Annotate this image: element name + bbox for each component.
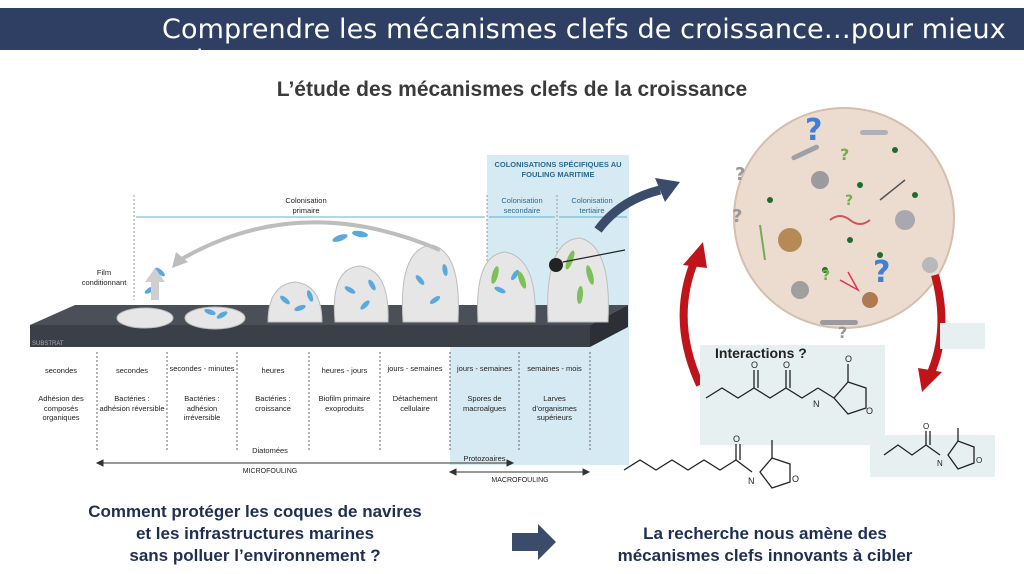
microfouling-label: MICROFOULING xyxy=(242,468,298,475)
stage-time-7: jours - semaines xyxy=(456,364,513,373)
molecule-1 xyxy=(705,364,867,415)
question-marks: ? ? ? ? ? ? ? ? xyxy=(732,113,890,342)
stage-desc-5: Biofilm primaire exoproduits xyxy=(318,394,371,413)
svg-text:?: ? xyxy=(822,268,830,284)
stage-time-2: secondes xyxy=(115,366,149,375)
svg-text:?: ? xyxy=(735,164,745,185)
svg-text:?: ? xyxy=(805,113,822,148)
macroalgae xyxy=(491,250,594,304)
question-left-line-2: et les infrastructures marines xyxy=(135,524,375,543)
stage-desc-3: Bactéries : adhésion irréversible xyxy=(183,394,221,422)
question-right: La recherche nous amène des mécanismes c… xyxy=(595,523,935,567)
red-arrow-right xyxy=(926,273,946,377)
stage-separators xyxy=(96,352,591,452)
svg-text:N: N xyxy=(937,459,943,468)
question-left-line-1: Comment protéger les coques de navires xyxy=(88,502,422,521)
substrate-side xyxy=(590,305,628,347)
colonisation-tertiaire: Colonisation tertiaire xyxy=(571,196,613,215)
stage-desc-8: Larves d’organismes supérieurs xyxy=(532,394,577,422)
svg-text:?: ? xyxy=(732,206,742,227)
svg-text:N: N xyxy=(813,399,820,409)
stage-time-4: heures xyxy=(261,366,285,375)
guide-lines xyxy=(133,195,558,300)
stage-desc-1: Adhésion des composés organiques xyxy=(38,394,84,422)
stage-desc-4: Bactéries : croissance xyxy=(255,394,291,413)
stage-time-5: heures - jours xyxy=(321,366,368,375)
svg-text:?: ? xyxy=(840,145,849,164)
svg-text:O: O xyxy=(792,474,799,484)
diatomees-label: Diatomées xyxy=(252,446,288,455)
svg-text:O: O xyxy=(923,422,929,431)
microbes xyxy=(759,130,938,325)
svg-text:O: O xyxy=(751,360,758,370)
substrate-bar xyxy=(30,325,590,347)
question-left: Comment protéger les coques de navires e… xyxy=(40,501,470,567)
fouling-arrows xyxy=(95,459,591,476)
interactions-label: Interactions ? xyxy=(715,345,807,361)
svg-text:?: ? xyxy=(838,323,847,342)
macro-highlight-extra xyxy=(450,345,487,465)
molecule-3 xyxy=(883,428,975,470)
larva xyxy=(549,258,563,272)
svg-text:O: O xyxy=(845,354,852,364)
molecule-3-atoms: O N O xyxy=(923,422,982,468)
reversible-arrow xyxy=(145,268,165,300)
result-arrow xyxy=(512,524,556,560)
svg-text:N: N xyxy=(748,476,755,486)
detachment-arrow-head xyxy=(172,252,188,268)
stage-time-8: semaines - mois xyxy=(527,364,582,373)
red-arrow-right-head xyxy=(918,368,942,392)
banner-title: Comprendre les mécanismes clefs de crois… xyxy=(162,14,1006,76)
detachment-arrow xyxy=(178,220,441,262)
svg-text:O: O xyxy=(976,456,982,465)
substrat-label: SUBSTRAT xyxy=(32,341,64,347)
svg-text:O: O xyxy=(783,360,790,370)
svg-text:?: ? xyxy=(845,193,853,209)
question-right-line-1: La recherche nous amène des xyxy=(643,524,887,543)
stage-time-1: secondes xyxy=(44,366,78,375)
stage-time-6: jours - semaines xyxy=(387,364,443,373)
stage-desc-7: Spores de macroalgues xyxy=(463,394,506,413)
molecule-1-atoms: O O N O O xyxy=(751,354,873,416)
svg-text:O: O xyxy=(733,434,740,444)
stage-time-3: secondes - minutes xyxy=(169,364,235,373)
zoom-arrow-head xyxy=(655,178,680,202)
zoom-arrow xyxy=(594,185,662,233)
question-left-line-3: sans polluer l’environnement ? xyxy=(129,546,381,565)
colonisation-secondaire: Colonisation secondaire xyxy=(501,196,543,215)
colonisation-primaire: Colonisation primaire xyxy=(285,196,327,215)
colonisations-header: COLONISATIONS SPÉCIFIQUES AU FOULING MAR… xyxy=(494,160,622,179)
molecule-2-atoms: O N O xyxy=(733,434,799,486)
title-banner xyxy=(0,8,1024,50)
film-label: Film conditionnant xyxy=(81,268,127,287)
stage-desc-6: Détachement cellulaire xyxy=(392,394,438,413)
molecule-box-3 xyxy=(940,323,985,349)
macrofouling-label: MACROFOULING xyxy=(491,477,549,484)
red-arrow-left xyxy=(679,258,704,387)
svg-text:?: ? xyxy=(873,255,890,290)
red-arrow-left-head xyxy=(683,242,707,268)
svg-text:O: O xyxy=(866,406,873,416)
molecule-2 xyxy=(623,440,791,489)
molecule-box-1 xyxy=(700,345,885,445)
microbial-community-circle xyxy=(733,107,955,329)
biofilm-mounds xyxy=(116,237,609,330)
question-right-line-2: mécanismes clefs innovants à cibler xyxy=(617,546,913,565)
section-subtitle: L’étude des mécanismes clefs de la crois… xyxy=(276,78,748,101)
stage-desc-2: Bactéries : adhésion réversible xyxy=(99,394,165,413)
protozoaires-label: Protozoaires xyxy=(463,454,506,463)
